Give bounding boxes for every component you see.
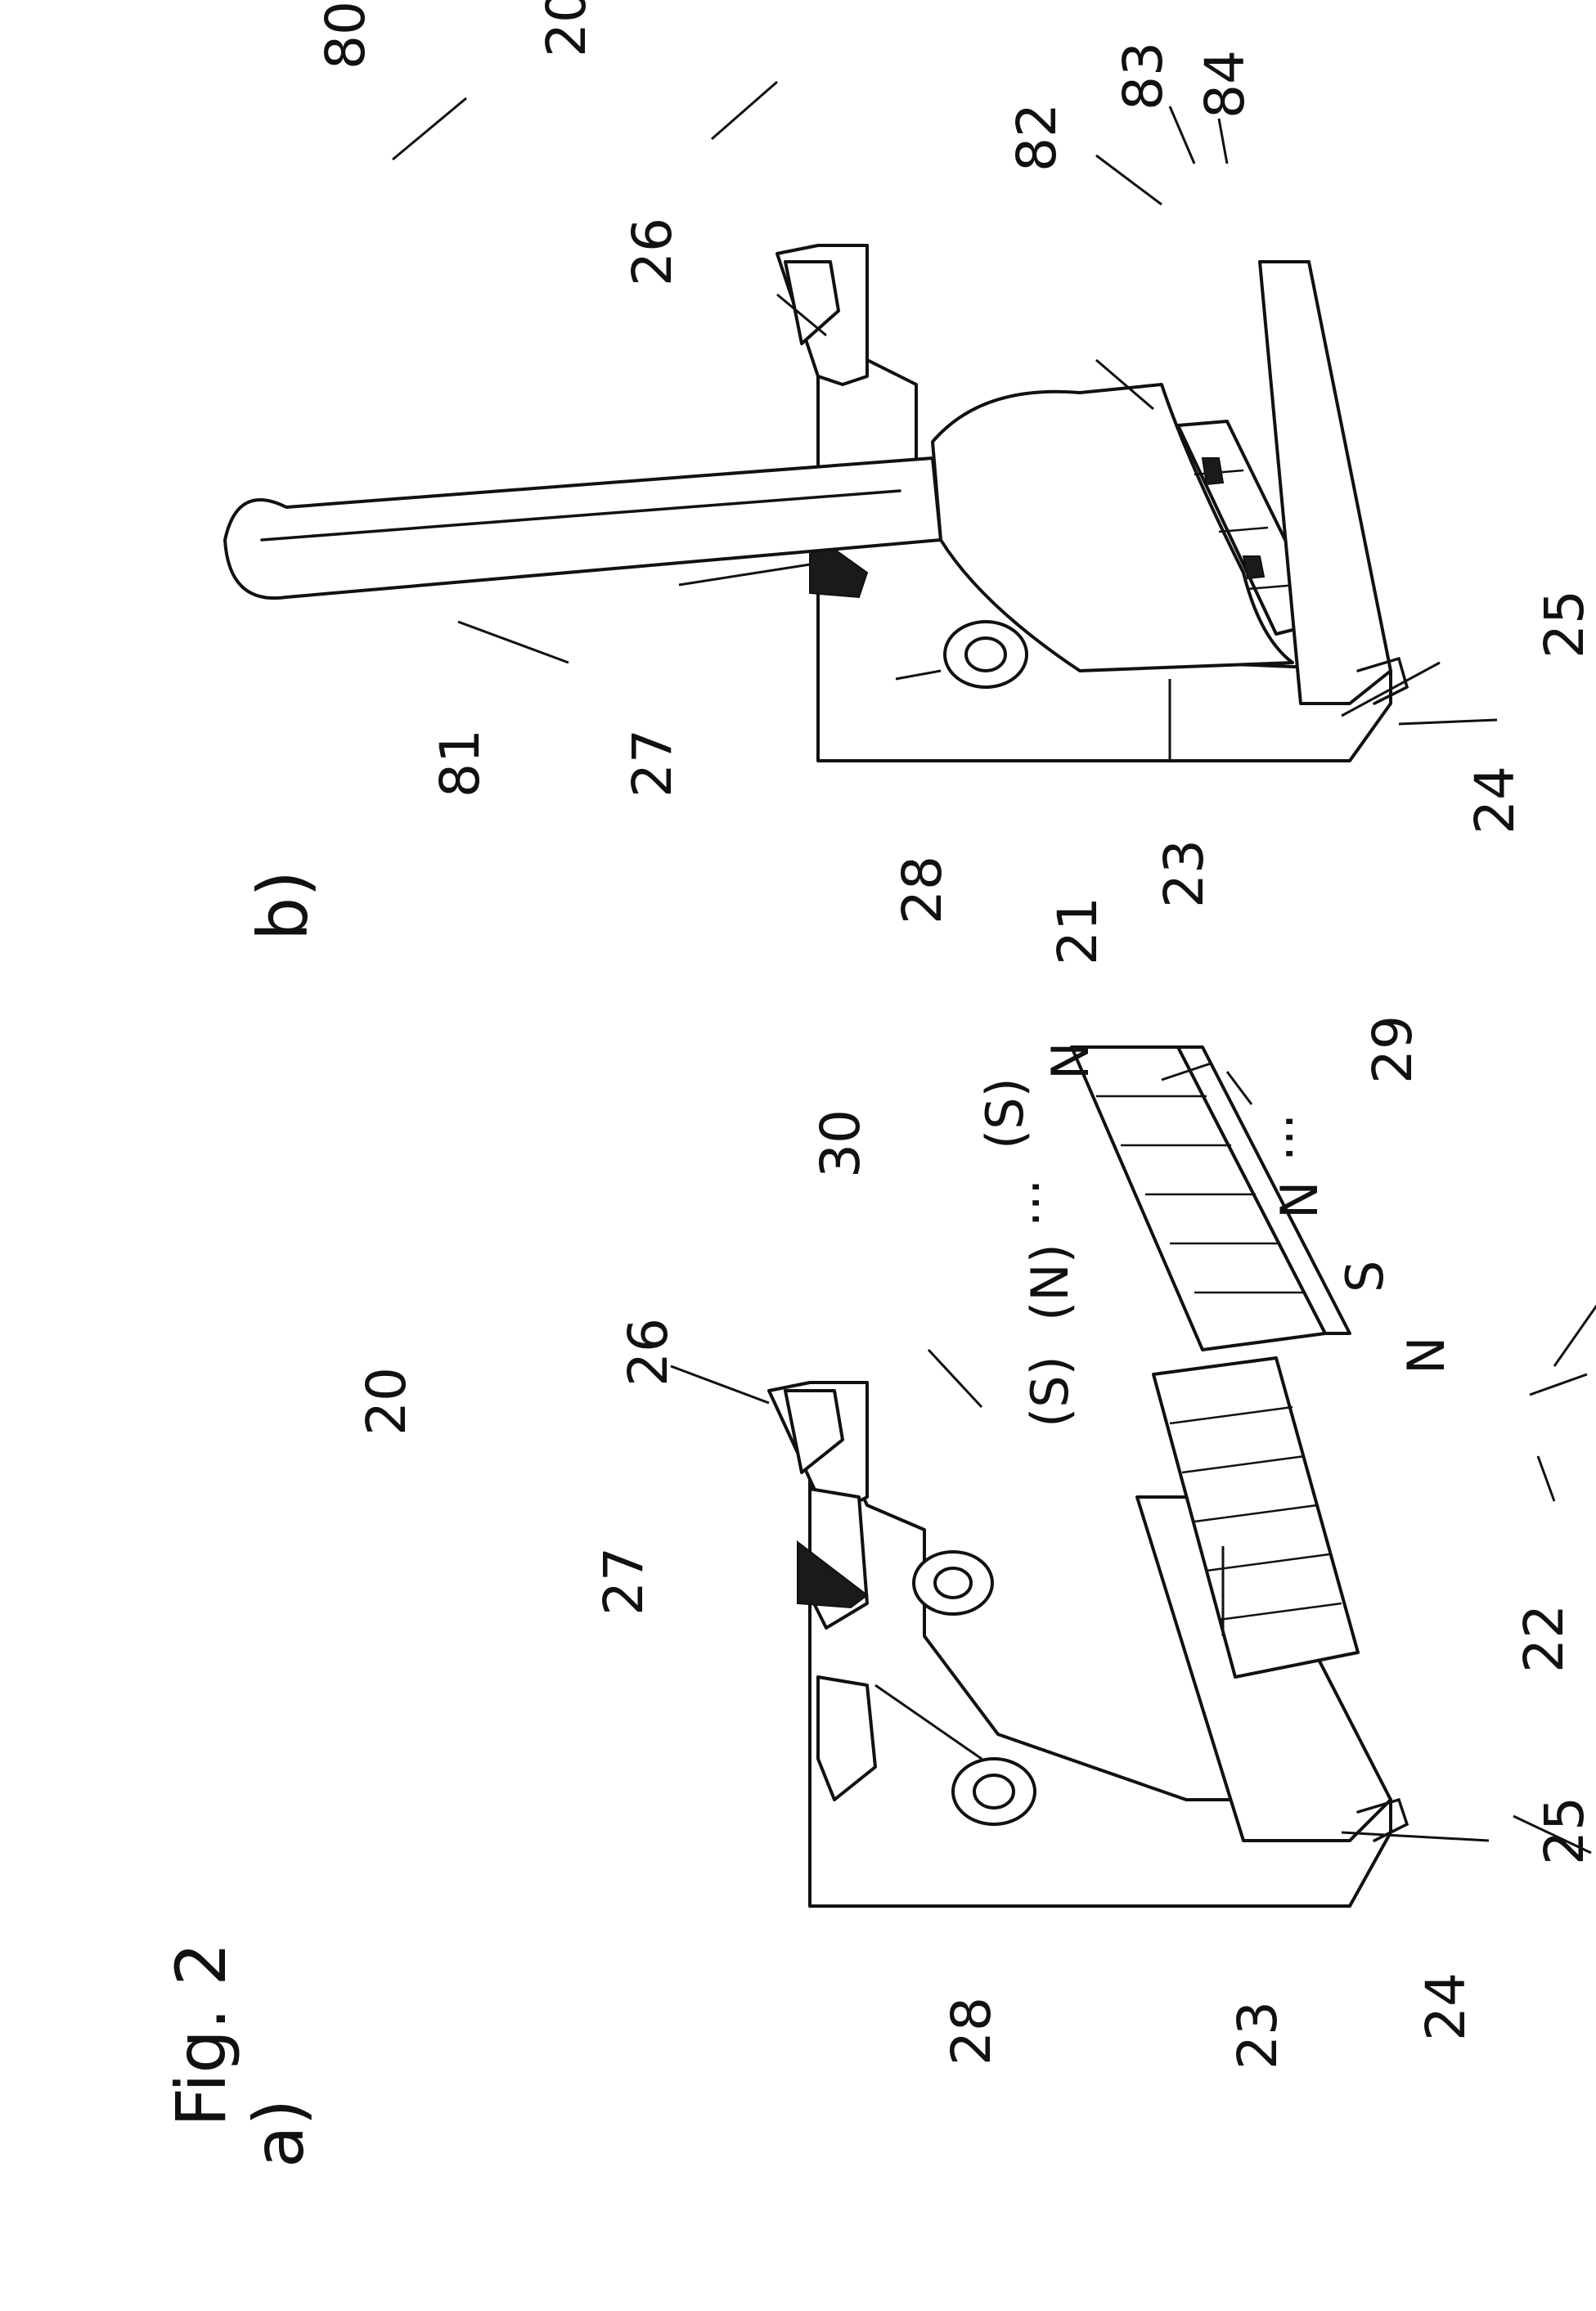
pole-upper-n: (N): [1020, 1243, 1080, 1321]
label-a-26: 26: [617, 1318, 680, 1387]
pole-lower-n-3: N: [1041, 1042, 1100, 1080]
pole-lower-ellipsis: ...: [1245, 1113, 1305, 1162]
label-b-83: 83: [1112, 42, 1175, 110]
label-a-28: 28: [940, 1997, 1003, 2066]
panel-b-caption: b): [243, 870, 323, 941]
label-b-27: 27: [621, 729, 684, 798]
mount-hole-upper-inner: [935, 1568, 971, 1598]
label-a-29: 29: [1361, 1015, 1424, 1084]
mount-hole-28-inner: [974, 1775, 1014, 1808]
label-b-28: 28: [891, 856, 954, 924]
label-b-23: 23: [1153, 839, 1216, 908]
panel-b-drawing: [225, 245, 1407, 761]
pole-lower-n-1: N: [1396, 1337, 1456, 1374]
pole-upper-s-1: (S): [1020, 1356, 1080, 1428]
label-b-20: 20: [535, 0, 598, 57]
label-b-81: 81: [429, 729, 492, 798]
label-a-20: 20: [355, 1367, 418, 1436]
pole-upper-s-2: (S): [975, 1077, 1035, 1149]
figure-captions: Fig. 2 a) b): [161, 870, 323, 2168]
label-a-21: 21: [1046, 897, 1109, 965]
label-a-22: 22: [1513, 1604, 1576, 1673]
label-a-23: 23: [1226, 2001, 1289, 2070]
label-b-80: 80: [314, 1, 377, 70]
label-a-25: 25: [1533, 1796, 1596, 1865]
panel-a-caption: a): [239, 2099, 319, 2168]
bracket-b-hole-28-inner: [966, 638, 1005, 671]
label-a-24: 24: [1414, 1972, 1477, 2041]
leader-lines: [393, 82, 1596, 1853]
label-b-26: 26: [621, 218, 684, 286]
bracket-b-channel-24: [1260, 262, 1391, 704]
label-b-25: 25: [1533, 590, 1596, 659]
label-a-27: 27: [592, 1547, 655, 1616]
figure-title: Fig. 2: [161, 1942, 241, 2127]
label-b-82: 82: [1005, 103, 1068, 172]
label-b-24: 24: [1463, 766, 1526, 834]
pole-lower-s: S: [1335, 1261, 1395, 1293]
pole-upper-ellipsis: ...: [991, 1179, 1051, 1227]
pole-lower-n-2: N: [1270, 1181, 1329, 1219]
label-b-84: 84: [1194, 50, 1257, 119]
label-a-30: 30: [809, 1109, 872, 1178]
